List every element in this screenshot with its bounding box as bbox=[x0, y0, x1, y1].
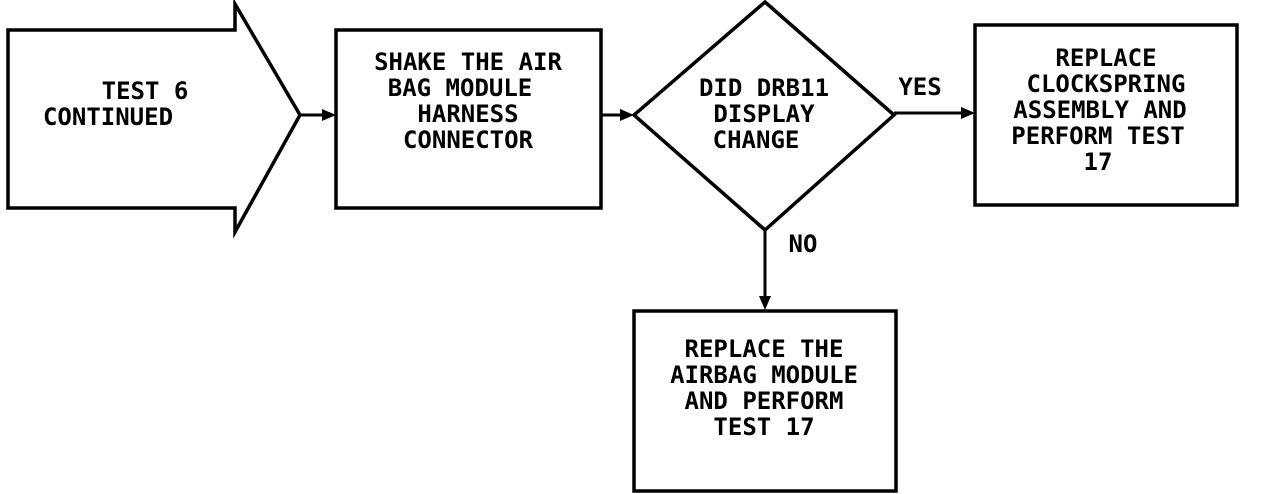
edge-yes: YES bbox=[894, 73, 975, 119]
edge-no-arrowhead bbox=[759, 296, 771, 310]
edge-no: NO bbox=[759, 230, 817, 310]
clockspring-label-line-1: REPLACE bbox=[1055, 44, 1156, 72]
start-label-line-2: CONTINUED bbox=[43, 103, 173, 131]
shake-label-line-2: BAG MODULE bbox=[388, 74, 533, 102]
shake-label-line-1: SHAKE THE AIR bbox=[374, 48, 562, 76]
airbag-box bbox=[632, 309, 898, 493]
airbag-label-line-4: TEST 17 bbox=[713, 413, 814, 441]
airbag-label-line-3: AND PERFORM bbox=[685, 387, 844, 415]
decision-node: DID DRB11 DISPLAY CHANGE bbox=[631, 0, 897, 233]
clockspring-label-line-4: PERFORM TEST bbox=[1011, 122, 1184, 150]
clockspring-label-line-3: ASSEMBLY AND bbox=[1013, 96, 1186, 124]
edge-no-label: NO bbox=[789, 230, 818, 258]
edge-start-to-shake bbox=[300, 109, 336, 121]
start-label-line-1: TEST 6 bbox=[102, 77, 189, 105]
shake-label-line-4: CONNECTOR bbox=[403, 126, 534, 154]
shake-label-line-3: HARNESS bbox=[417, 100, 518, 128]
shake-box bbox=[334, 28, 603, 210]
clockspring-box bbox=[973, 23, 1239, 207]
decision-label-line-2: DISPLAY bbox=[713, 100, 815, 128]
start-arrow-shape bbox=[6, 0, 303, 239]
edge-start-to-shake-arrowhead bbox=[322, 109, 336, 121]
airbag-label-line-2: AIRBAG MODULE bbox=[670, 361, 858, 389]
decision-label-line-3: CHANGE bbox=[713, 126, 800, 154]
decision-label-line-1: DID DRB11 bbox=[699, 74, 829, 102]
clockspring-label-line-5: 17 bbox=[1084, 148, 1113, 176]
edge-shake-to-decision-arrowhead bbox=[620, 109, 634, 121]
edge-shake-to-decision bbox=[601, 109, 634, 121]
airbag-node: REPLACE THE AIRBAG MODULE AND PERFORM TE… bbox=[632, 309, 898, 493]
edge-yes-arrowhead bbox=[961, 107, 975, 119]
clockspring-node: REPLACE CLOCKSPRING ASSEMBLY AND PERFORM… bbox=[973, 23, 1239, 207]
shake-node: SHAKE THE AIR BAG MODULE HARNESS CONNECT… bbox=[334, 28, 603, 210]
edge-yes-label: YES bbox=[898, 73, 941, 101]
start-node: TEST 6 CONTINUED bbox=[6, 0, 303, 239]
clockspring-label-line-2: CLOCKSPRING bbox=[1027, 70, 1186, 98]
airbag-label-line-1: REPLACE THE bbox=[685, 335, 844, 363]
